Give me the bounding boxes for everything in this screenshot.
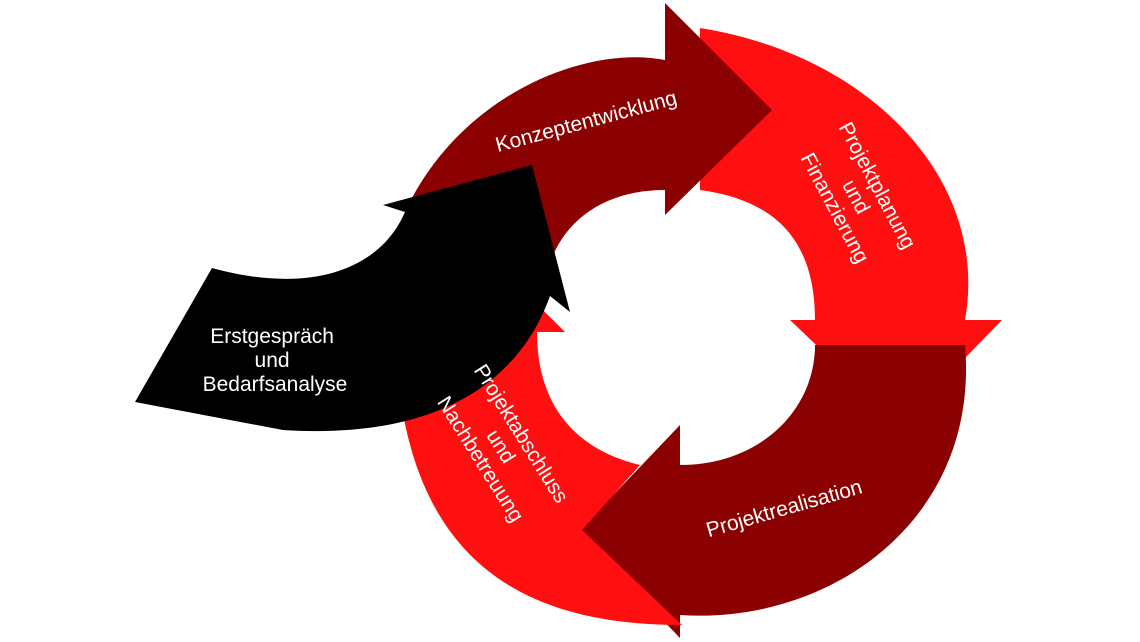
cycle-arrows <box>135 3 1002 638</box>
label-erstgespraech-line3: Bedarfsanalyse <box>203 373 348 396</box>
label-erstgespraech: Erstgespräch und Bedarfsanalyse <box>203 325 348 396</box>
arrow-projektrealisation <box>578 345 967 638</box>
arrow-erstgespraech <box>135 165 570 432</box>
arrow-projektplanung <box>700 28 1002 425</box>
label-erstgespraech-line2: und <box>255 349 290 372</box>
label-erstgespraech-line1: Erstgespräch <box>210 325 334 348</box>
